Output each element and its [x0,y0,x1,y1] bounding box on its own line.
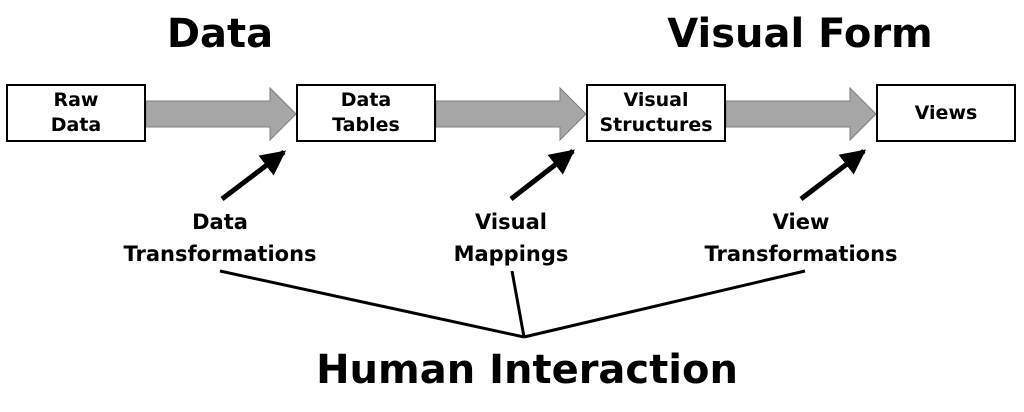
stage-box-data-tables: Data Tables [296,84,436,142]
pointer-arrow-data-transformations [220,150,286,201]
label-view-transformations: View Transformations [704,210,898,266]
stage-label: Views [914,101,978,124]
stage-box-views: Views [876,84,1016,142]
flow-arrow-raw-to-tables [145,86,297,142]
flow-arrow-structures-to-views [725,86,877,142]
stage-label: Data Tables [332,89,400,136]
stage-box-raw-data: Raw Data [6,84,146,142]
converge-line-left [219,269,525,339]
heading-visual-form: Visual Form [667,11,933,57]
heading-human-interaction: Human Interaction [316,347,738,393]
label-visual-mappings: Visual Mappings [453,210,569,266]
label-data-transformations: Data Transformations [123,210,317,266]
stage-label: Raw Data [50,89,102,136]
stage-label: Visual Structures [599,89,713,136]
pointer-arrow-visual-mappings [509,149,575,201]
flow-arrow-tables-to-structures [435,86,587,142]
heading-data: Data [166,11,274,57]
stage-box-visual-structures: Visual Structures [586,84,726,142]
pointer-arrow-view-transformations [799,149,866,201]
converge-line-right [523,269,806,339]
converge-line-middle [510,270,526,338]
